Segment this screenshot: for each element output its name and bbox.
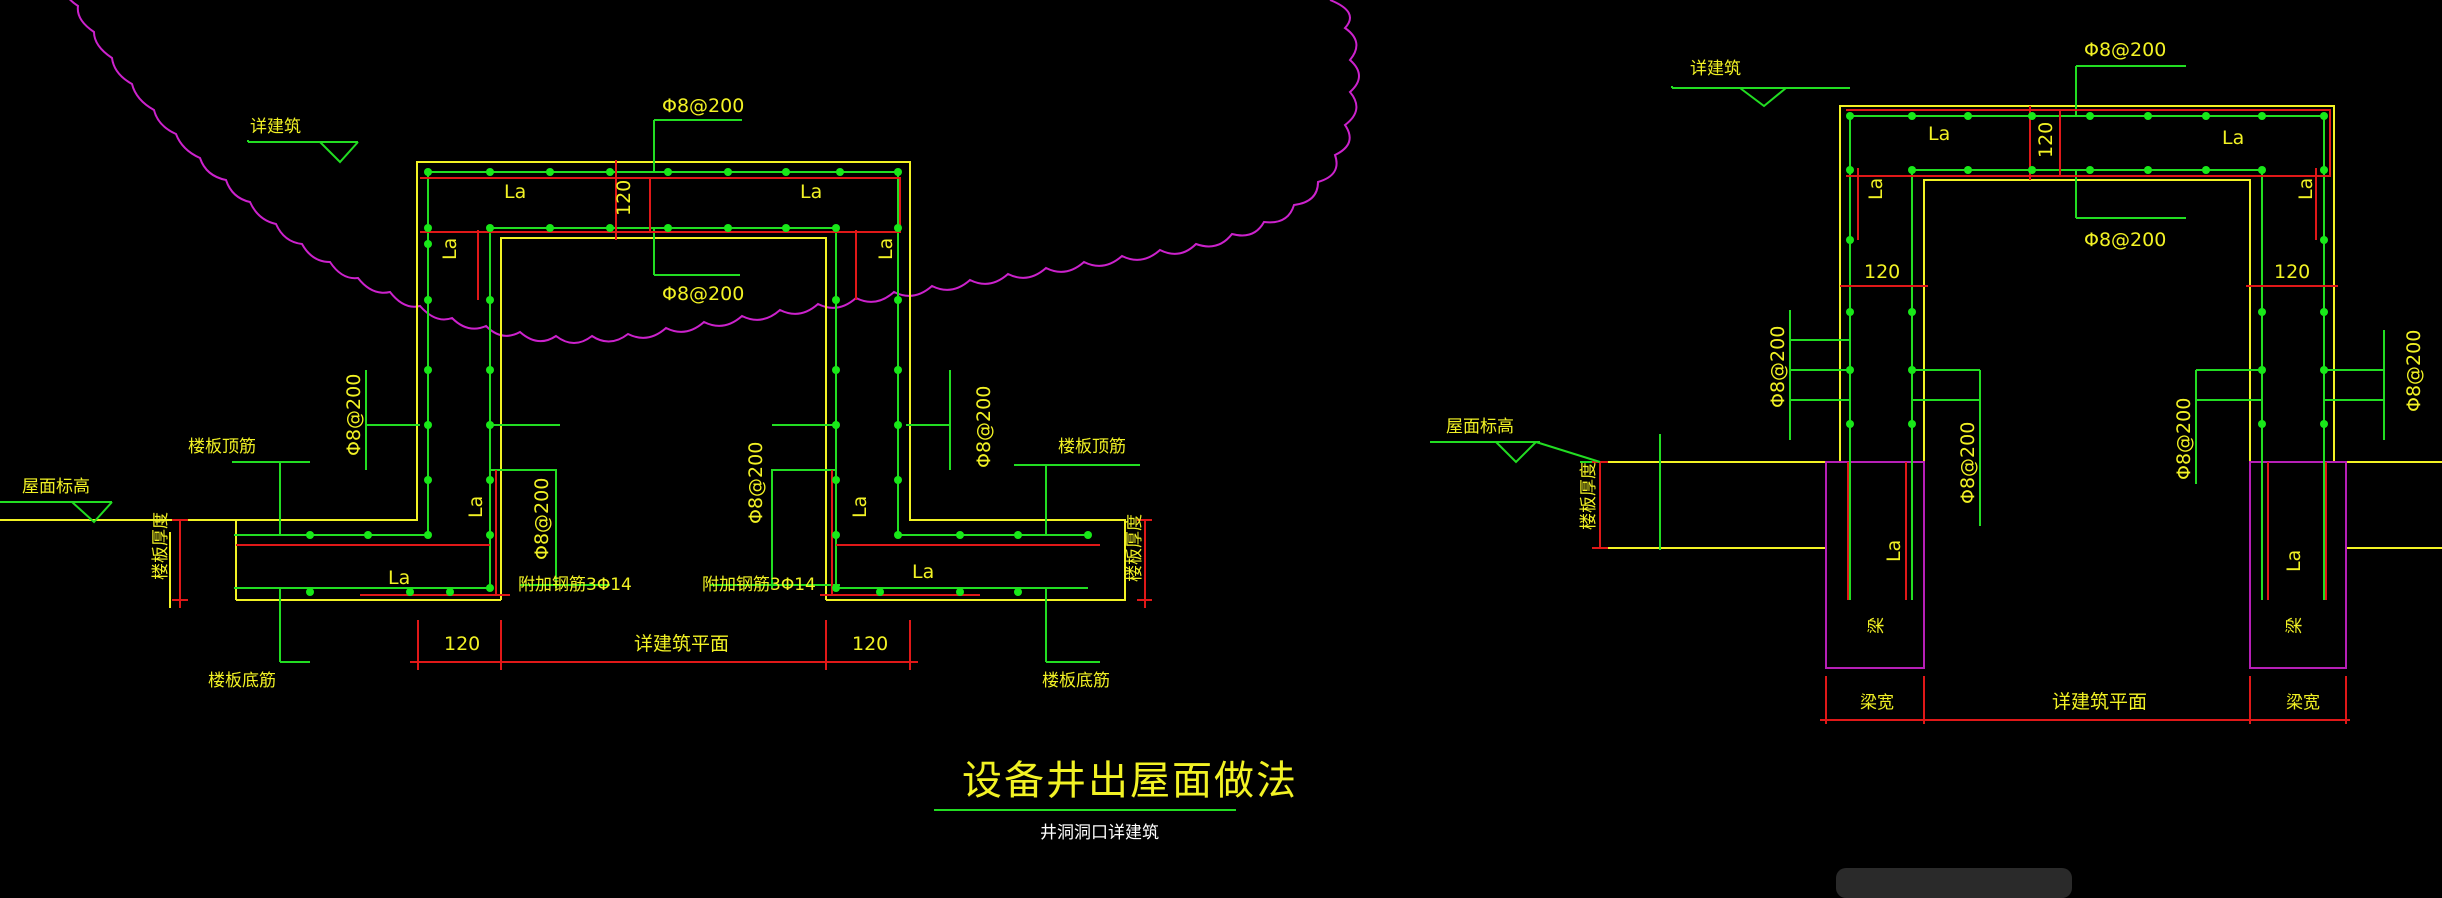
right-anchor-la-3: La [1865,178,1887,200]
left-anchor-la-8: La [912,561,934,583]
right-thickness-120: 120 [2035,122,2057,158]
left-label-slab-thickness-left: 楼板厚度 [151,512,171,580]
right-rebar-bottom-label: Φ8@200 [2084,229,2166,251]
left-rebar-wall-right-outer: Φ8@200 [973,386,995,468]
left-rebar-top-label: Φ8@200 [662,95,744,117]
right-rebar-wall-right-outer: Φ8@200 [2403,330,2425,412]
left-anchorage-red [172,160,1152,670]
right-elevation-markers [1430,86,1850,464]
right-rebar-wall-left-outer: Φ8@200 [1767,326,1789,408]
right-anchor-la-1: La [1928,123,1950,145]
left-rebar-dots [306,168,1092,596]
left-anchor-la-1: La [504,181,526,203]
revision-cloud [69,0,1360,344]
right-rebar-wall-left-inner: Φ8@200 [1957,422,1979,504]
left-anchor-la-7: La [388,567,410,589]
left-rebar-wall-left-inner: Φ8@200 [531,478,553,560]
left-label-slab-top-rebar-right: 楼板顶筋 [1058,437,1126,457]
right-beams [1825,461,2347,669]
left-elevation-markers [0,140,359,524]
right-label-slab-thickness: 楼板厚度 [1579,462,1599,530]
right-rebar-dots [1846,112,2328,428]
right-rebar-lines [1580,65,2385,600]
left-anchor-la-3: La [439,238,461,260]
left-anchor-la-5: La [465,496,487,518]
left-additional-rebar-right: 附加钢筋3Φ14 [702,575,816,595]
left-additional-rebar-left: 附加钢筋3Φ14 [518,575,632,595]
right-label-roof-elevation: 屋面标高 [1446,417,1514,437]
right-dim-right-120: 120 [2274,261,2310,283]
left-anchor-la-4: La [875,238,897,260]
left-rebar-lines [89,119,1140,663]
right-rebar-top-label: Φ8@200 [2084,39,2166,61]
left-thickness-120: 120 [613,180,635,216]
right-anchor-la-4: La [2295,178,2317,200]
right-dim-center: 详建筑平面 [2052,691,2147,713]
left-label-slab-bottom-rebar-right: 楼板底筋 [1042,671,1110,691]
left-anchor-la-6: La [849,496,871,518]
right-rebar-wall-right-inner: Φ8@200 [2173,398,2195,480]
left-label-architecture: 详建筑 [250,117,301,137]
right-dim-left-120: 120 [1864,261,1900,283]
right-anchor-la-6: La [2283,550,2305,572]
left-dim-right: 120 [852,633,888,655]
right-section-detail: 详建筑 屋面标高 楼板厚度 Φ8@200 Φ8@200 Φ8@200 Φ8@20… [1430,39,2442,724]
left-section-detail: 详建筑 屋面标高 楼板顶筋 楼板顶筋 楼板底筋 楼板底筋 楼板厚度 楼板厚度 Φ… [0,95,1152,691]
right-dim-beam-width-left: 梁宽 [1860,693,1894,713]
right-beam-label-left: 梁 [1867,617,1887,634]
right-anchor-la-5: La [1883,540,1905,562]
right-beam-label-right: 梁 [2285,617,2305,634]
left-label-slab-bottom-rebar-left: 楼板底筋 [208,671,276,691]
left-label-slab-thickness-right: 楼板厚度 [1125,514,1145,582]
right-label-architecture: 详建筑 [1690,59,1741,79]
caption-title: 设备井出屋面做法 [962,758,1298,804]
left-dim-center: 详建筑平面 [634,633,729,655]
right-dim-beam-width-right: 梁宽 [2286,693,2320,713]
command-line-tab[interactable] [1836,868,2072,898]
left-rebar-bottom-label: Φ8@200 [662,283,744,305]
caption: 设备井出屋面做法 井洞洞口详建筑 [934,758,1298,843]
left-anchor-la-2: La [800,181,822,203]
left-label-roof-elevation: 屋面标高 [22,477,90,497]
caption-subtitle: 井洞洞口详建筑 [1040,823,1159,843]
left-rebar-wall-right-inner: Φ8@200 [745,442,767,524]
left-rebar-wall-left-outer: Φ8@200 [343,374,365,456]
right-anchor-la-2: La [2222,127,2244,149]
left-dim-left: 120 [444,633,480,655]
right-anchorage-red [1592,106,2350,724]
left-label-slab-top-rebar-left: 楼板顶筋 [188,437,256,457]
